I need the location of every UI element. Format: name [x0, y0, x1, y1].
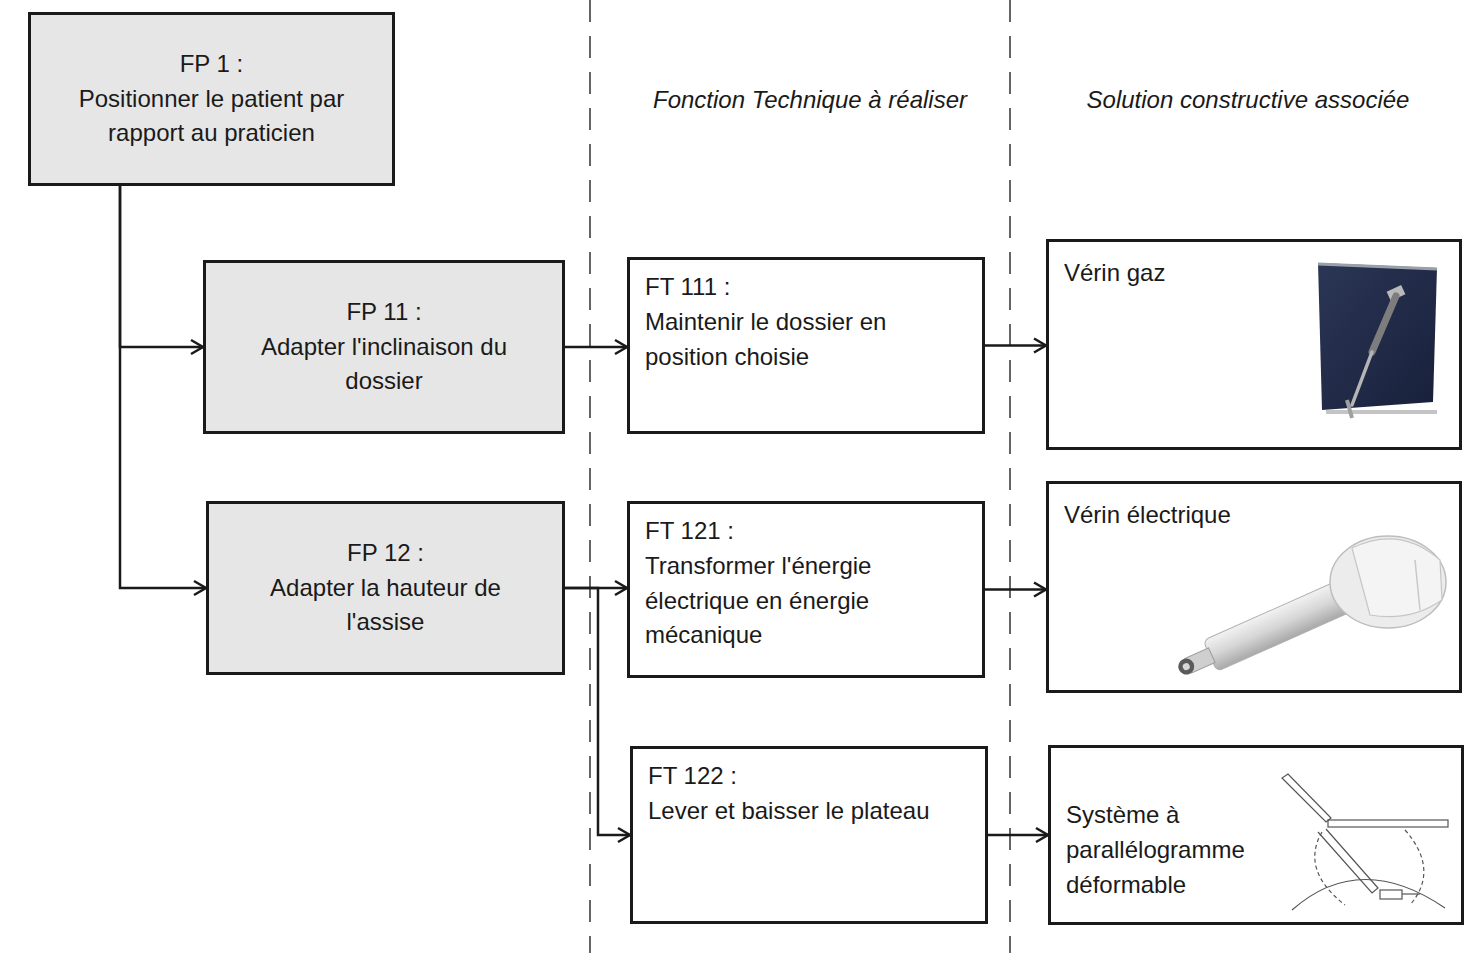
- service-function-box: FP 11 :Adapter l'inclinaison du dossier: [203, 260, 565, 434]
- function-code: FT 111 :: [645, 270, 730, 305]
- column-separator: [1009, 0, 1011, 953]
- solution-box: Vérin gaz: [1046, 239, 1462, 450]
- gas-spring-picture: [1318, 263, 1437, 418]
- function-text: Vérin gaz: [1064, 256, 1165, 291]
- solution-box: Système à parallélogramme déformable: [1048, 745, 1464, 925]
- parallelogram-sketch: [1282, 774, 1448, 910]
- technical-function-box: FT 122 :Lever et baisser le plateau: [630, 746, 988, 924]
- connector-arrow: [120, 186, 203, 347]
- function-code: FT 121 :: [645, 514, 734, 549]
- connector-arrow: [985, 588, 1046, 591]
- function-text: Vérin électrique: [1064, 498, 1231, 533]
- column-heading: Solution constructive associée: [1030, 84, 1466, 115]
- function-text: Transformer l'énergie électrique en éner…: [645, 549, 967, 653]
- function-text: Positionner le patient par rapport au pr…: [62, 82, 362, 152]
- column-separator: [589, 0, 591, 953]
- function-code: FP 1 :: [180, 47, 244, 82]
- function-code: FP 12 :: [347, 536, 424, 571]
- connector-arrow: [565, 346, 627, 349]
- function-text: Système à parallélogramme déformable: [1066, 798, 1281, 902]
- service-function-box: FP 12 :Adapter la hauteur de l'assise: [206, 501, 565, 675]
- technical-function-box: FT 111 :Maintenir le dossier en position…: [627, 257, 985, 434]
- function-text: Maintenir le dossier en position choisie: [645, 305, 903, 375]
- function-code: FT 122 :: [648, 759, 737, 794]
- electric-actuator-picture: [1172, 536, 1446, 685]
- main-function-box: FP 1 :Positionner le patient par rapport…: [28, 12, 395, 186]
- connector-arrow: [985, 344, 1046, 347]
- connector-arrow: [988, 834, 1048, 837]
- function-text: Adapter la hauteur de l'assise: [260, 571, 512, 641]
- function-text: Lever et baisser le plateau: [648, 794, 930, 829]
- column-heading: Fonction Technique à réaliser: [600, 84, 1020, 115]
- connector-arrow: [565, 588, 630, 835]
- connector-arrow: [120, 186, 206, 588]
- solution-box: Vérin électrique: [1046, 481, 1462, 693]
- function-text: Adapter l'inclinaison du dossier: [253, 330, 515, 400]
- function-code: FP 11 :: [346, 295, 421, 330]
- technical-function-box: FT 121 :Transformer l'énergie électrique…: [627, 501, 985, 678]
